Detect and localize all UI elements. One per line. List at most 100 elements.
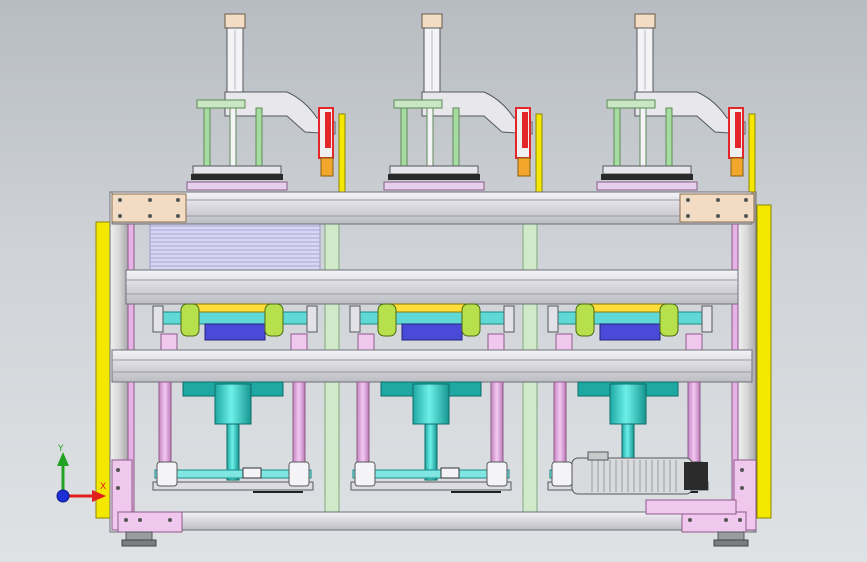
lower-unit-left [152,381,314,493]
clamp-plate [602,165,692,175]
clamp-base [191,174,283,180]
yellow-strip [748,113,756,193]
cylinder-rod [424,423,438,481]
lower-plate [152,481,314,491]
pink-bushing [685,333,703,351]
clamp-arm [224,91,336,135]
lower-shaft [352,469,510,479]
pink-bushing [555,333,573,351]
lime-roller [461,303,481,337]
bolt [148,198,152,202]
bearing-block [486,461,508,487]
red-sensor [325,112,331,148]
yellow-side-panels [95,204,772,519]
bolt [686,214,690,218]
lower-cylinder [214,383,252,425]
mount-plate [196,99,246,109]
clamp-base [388,174,480,180]
bolt [148,214,152,218]
side-bracket [547,305,559,333]
guide-rod [613,107,621,173]
bolt [738,518,742,522]
presser-pad [186,181,288,191]
yellow-strip [338,113,346,193]
roller-set-right [547,303,713,351]
lower-cylinder-units [152,381,709,493]
roller-set-center [349,303,515,351]
presser-unit-left [186,13,346,193]
side-bracket [503,305,515,333]
bolt [124,518,128,522]
bearing-block [551,461,573,487]
presser-pad [383,181,485,191]
lower-unit-center [350,381,512,493]
bolt [740,468,744,472]
red-sensor [735,112,741,148]
bolt [118,198,122,202]
bolt [118,214,122,218]
pink-bushing [357,333,375,351]
lower-mid-beam [111,349,753,383]
bolt [138,518,142,522]
bolt [686,198,690,202]
orange-connector [320,157,334,177]
bolt [744,214,748,218]
x-axis-label: X [100,482,106,492]
bearing-block [354,461,376,487]
bolt [740,486,744,490]
bolt [724,518,728,522]
bottom-base [111,459,757,547]
clamp-arm [421,91,533,135]
pink-bushing [290,333,308,351]
guide-rod [255,107,263,173]
guide-rod [639,107,647,173]
coupling [242,467,262,479]
upper-mid-beam [125,269,739,305]
bolt [176,214,180,218]
bolt [176,198,180,202]
lime-roller [659,303,679,337]
lime-roller [575,303,595,337]
presser-units [186,13,756,193]
bolt [716,214,720,218]
yellow-strip [535,113,543,193]
bolt [116,486,120,490]
lower-cylinder [609,383,647,425]
cylinder-rod [226,423,240,481]
blue-block [599,323,661,341]
coupling [440,467,460,479]
lime-roller [377,303,397,337]
z-axis-dot [56,489,70,503]
clamp-plate [192,165,282,175]
guide-rod [665,107,673,173]
bolt [688,518,692,522]
clamp-base [601,174,693,180]
y-axis-label: Y [57,444,64,454]
presser-pad [596,181,698,191]
cylinder-cap [634,13,656,29]
guide-rod [426,107,434,173]
drive-motor [571,451,708,495]
side-bracket [152,305,164,333]
clamp-arm [634,91,746,135]
yellow-bar [194,303,272,313]
lower-shaft [154,469,312,479]
lime-roller [180,303,200,337]
pink-bushing [160,333,178,351]
mount-plate [606,99,656,109]
roller-set-left [152,303,318,351]
clamp-plate [389,165,479,175]
top-beam [111,191,755,225]
lower-unit-right [547,381,709,493]
cylinder-cap [224,13,246,29]
guide-rod [400,107,408,173]
bearing-block [156,461,178,487]
red-sensor [522,112,528,148]
orange-connector [517,157,531,177]
lime-roller [264,303,284,337]
guide-rod [229,107,237,173]
coordinate-triad: Y X [56,444,106,503]
bolt [744,198,748,202]
